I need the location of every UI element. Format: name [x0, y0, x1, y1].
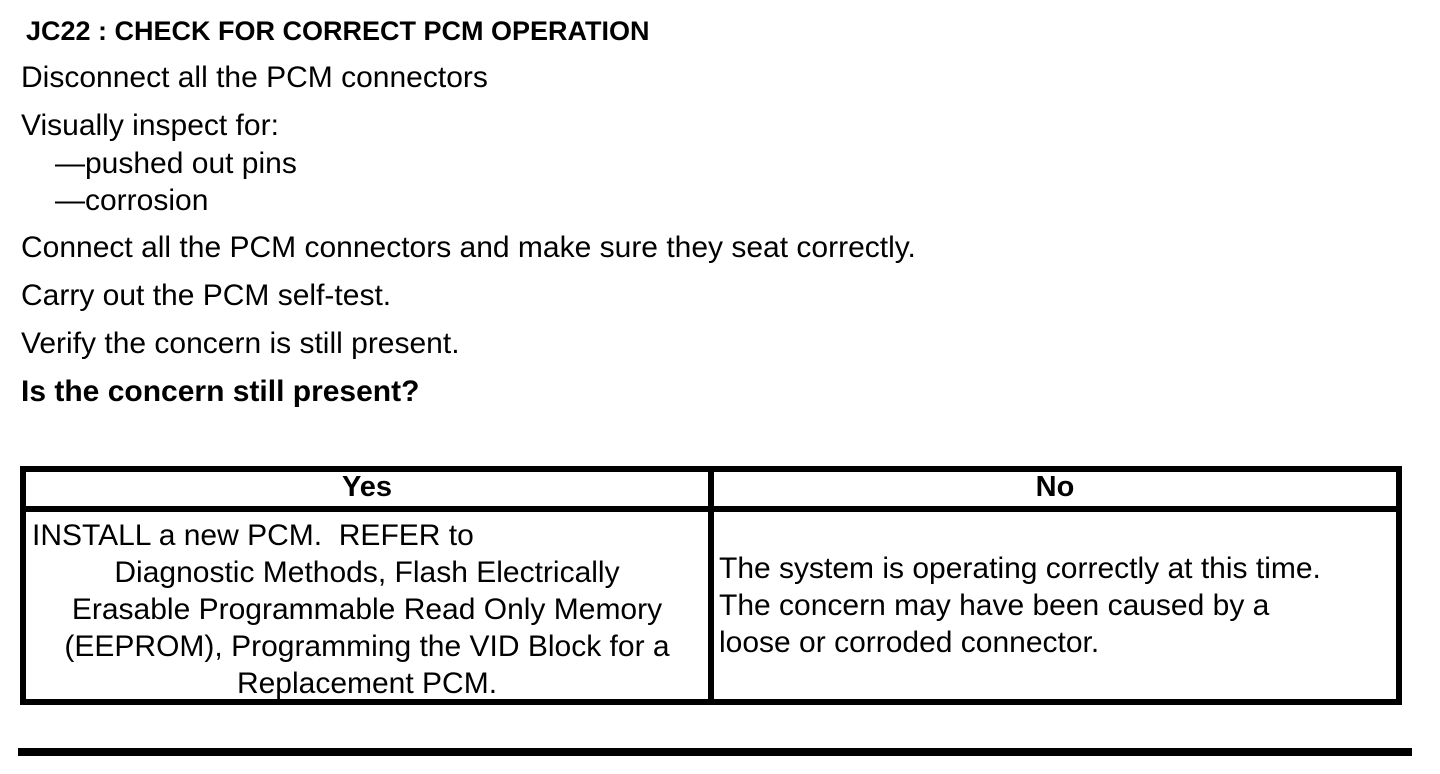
yes-cell-line: Erasable Programmable Read Only Memory: [71, 593, 663, 626]
decision-question: Is the concern still present?: [21, 375, 420, 408]
no-result-cell: The system is operating correctly at thi…: [714, 512, 1396, 699]
page-bottom-rule: [18, 748, 1412, 756]
yes-cell-line: (EEPROM), Programming the VID Block for …: [64, 630, 670, 663]
no-cell-line: The system is operating correctly at thi…: [719, 552, 1321, 585]
step-self-test: Carry out the PCM self-test.: [21, 279, 392, 312]
step-verify-concern: Verify the concern is still present.: [21, 327, 460, 360]
no-cell-line: loose or corroded connector.: [719, 626, 1100, 659]
inspect-item-corrosion: —corrosion: [55, 184, 209, 217]
no-column-header: No: [714, 471, 1396, 512]
inspect-item-list: —pushed out pins —corrosion: [55, 145, 1421, 219]
no-cell-line: The concern may have been caused by a: [719, 589, 1270, 622]
step-visually-inspect: Visually inspect for:: [21, 109, 279, 142]
step-connect-connectors: Connect all the PCM connectors and make …: [21, 231, 916, 264]
yes-cell-line: INSTALL a new PCM. REFER to: [32, 519, 474, 552]
inspect-item-pushed-out-pins: —pushed out pins: [55, 147, 297, 180]
yes-result-cell: INSTALL a new PCM. REFER to Diagnostic M…: [26, 512, 714, 699]
decision-table-body-row: INSTALL a new PCM. REFER to Diagnostic M…: [26, 512, 1396, 699]
procedure-section: JC22 : CHECK FOR CORRECT PCM OPERATION D…: [21, 16, 1421, 411]
yes-cell-line: Replacement PCM.: [236, 667, 498, 699]
decision-table: Yes No INSTALL a new PCM. REFER to Diagn…: [20, 466, 1402, 705]
procedure-heading: JC22 : CHECK FOR CORRECT PCM OPERATION: [26, 16, 650, 46]
decision-table-header-row: Yes No: [26, 471, 1396, 512]
yes-cell-line: Diagnostic Methods, Flash Electrically: [114, 556, 620, 589]
step-disconnect-connectors: Disconnect all the PCM connectors: [21, 61, 488, 94]
yes-column-header: Yes: [26, 471, 714, 512]
